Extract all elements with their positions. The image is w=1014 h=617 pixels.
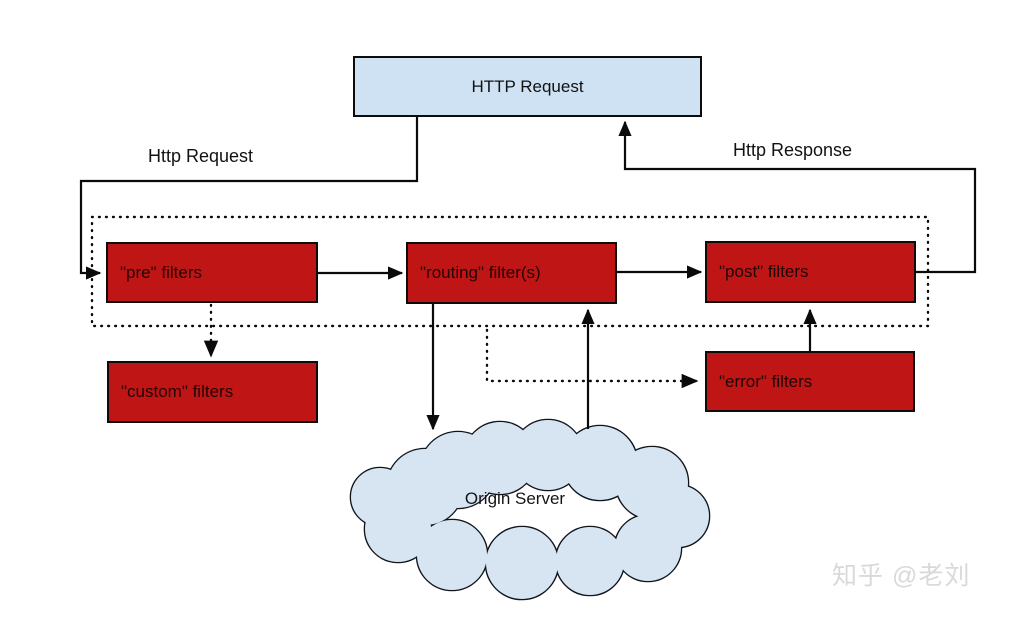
pre-filters-label: "pre" filters [120,262,202,282]
custom-filters-box: "custom" filters [107,361,318,423]
edge-post-to-http-response [618,120,977,274]
routing-filters-box: "routing" filter(s) [406,242,617,304]
custom-filters-label: "custom" filters [121,382,234,401]
origin-server-cloud [349,418,711,601]
http-request-edge-label: Http Request [148,146,254,166]
http-request-box: HTTP Request [353,56,702,117]
pre-filters-box: "pre" filters [106,242,318,303]
routing-filters-label: "routing" filter(s) [420,263,541,282]
origin-server-label: Origin Server [464,489,566,508]
error-filters-box: "error" filters [705,351,915,412]
watermark-text: 知乎 @老刘 [832,562,971,590]
post-filters-box: "post" filters [705,241,916,303]
error-filters-label: "error" filters [719,371,813,391]
edge-http-request-to-pre-filters [79,117,419,280]
post-filters-label: "post" filters [719,262,809,281]
http-response-edge-label: Http Response [733,140,853,160]
edge-to-error-filters-dotted [485,328,699,389]
http-request-box-label: HTTP Request [471,76,584,96]
